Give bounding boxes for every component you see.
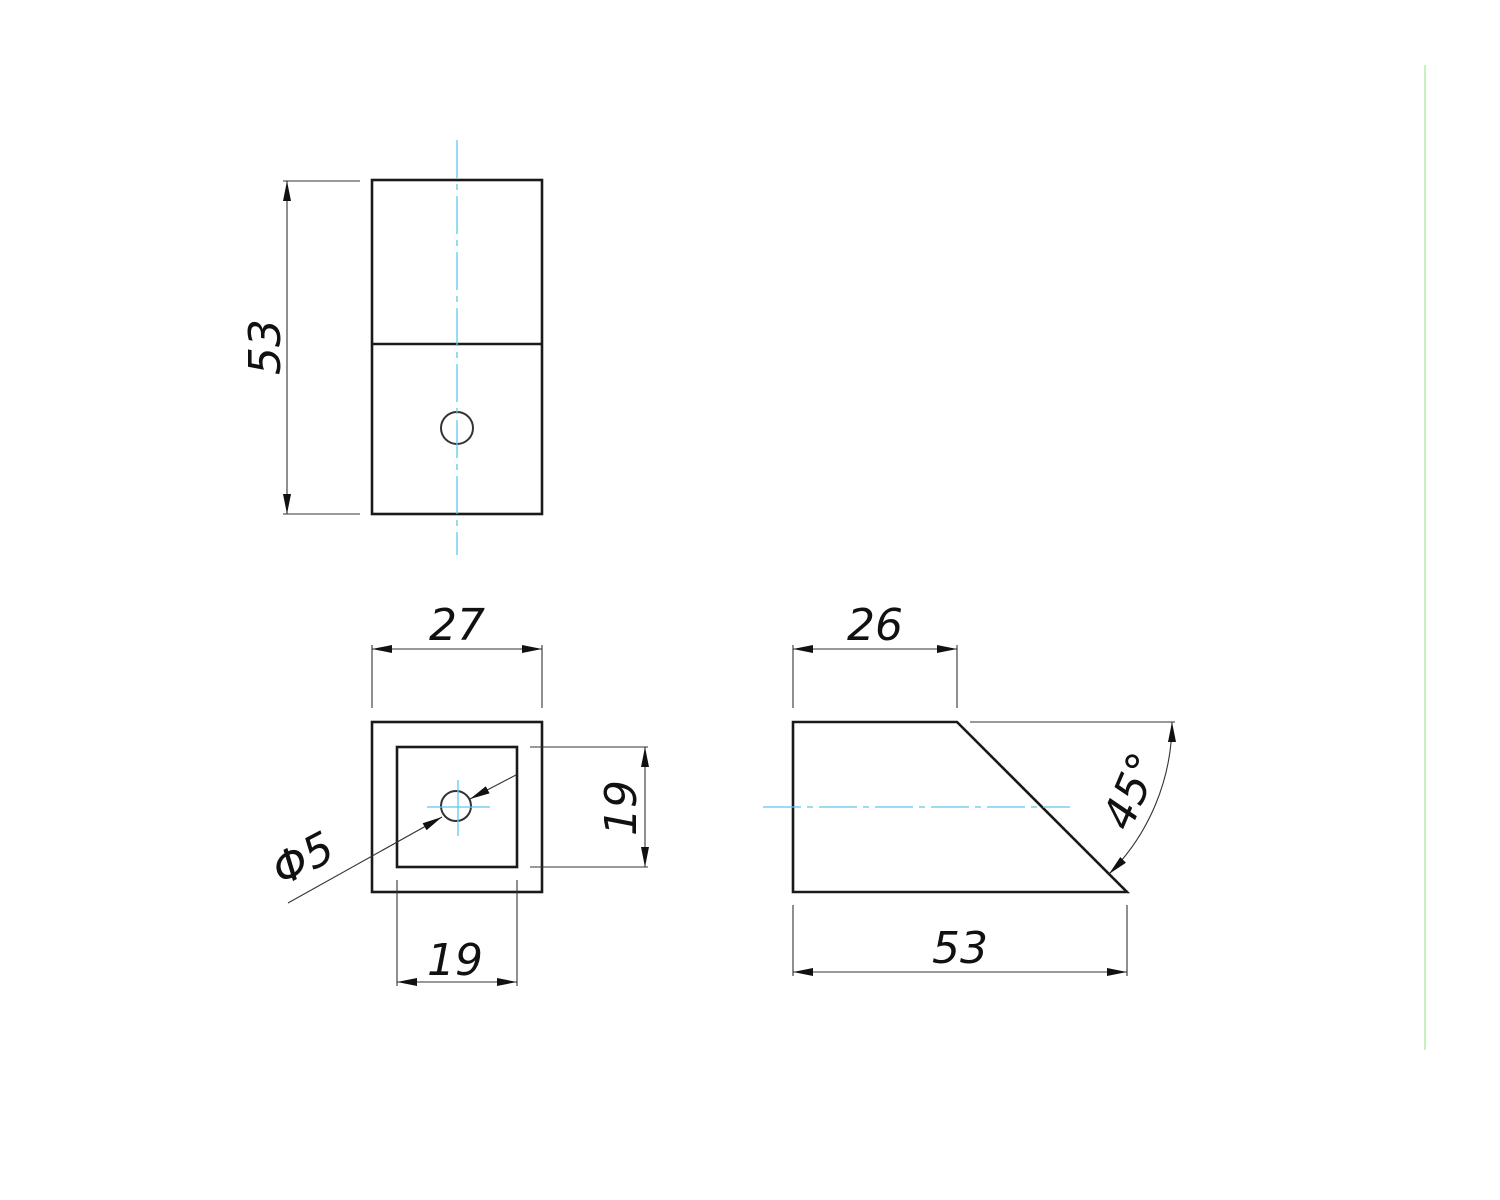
dim-length-53: 53 [932,923,988,974]
dim-height-53: 53 [240,319,291,375]
top-view: 53 [240,140,544,555]
front-view: 27 19 19 Φ5 [264,600,649,986]
side-view: 26 53 45° [763,600,1176,976]
dim-width-27: 27 [429,600,485,651]
dim-inner-width-19: 19 [427,935,483,986]
side-view-outline [791,720,1131,894]
hole-circle [440,790,472,822]
front-view-inner-square [395,745,519,869]
dim-hole-diameter: Φ5 [264,822,343,896]
dim-top-length-26: 26 [847,600,903,651]
dim-inner-height-19: 19 [596,780,647,836]
leader-line [287,816,443,904]
front-view-outline [370,720,544,894]
leader-line [469,774,517,800]
dim-angle-45: 45° [1093,745,1170,837]
angle-arc [1108,721,1176,875]
